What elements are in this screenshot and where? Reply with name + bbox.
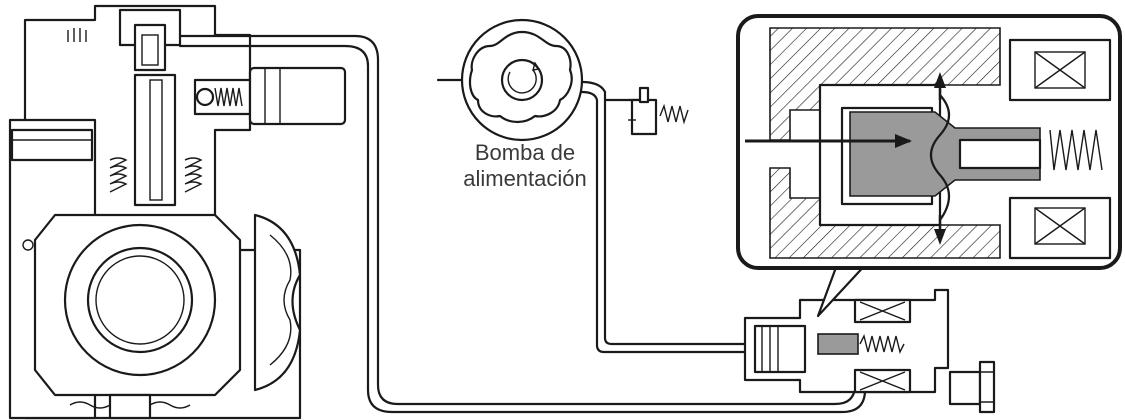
feed-pump [436,18,747,354]
feed-pump-label-line1: Bomba de [474,140,576,165]
metering-valve [743,260,996,414]
fuel-return-line [178,34,867,414]
injection-pump-body [8,4,347,420]
feed-pump-label-line2: alimentación [463,166,587,191]
feed-pump-label: Bomba de alimentación [440,140,610,192]
valve-detail-zoom [736,14,1122,270]
